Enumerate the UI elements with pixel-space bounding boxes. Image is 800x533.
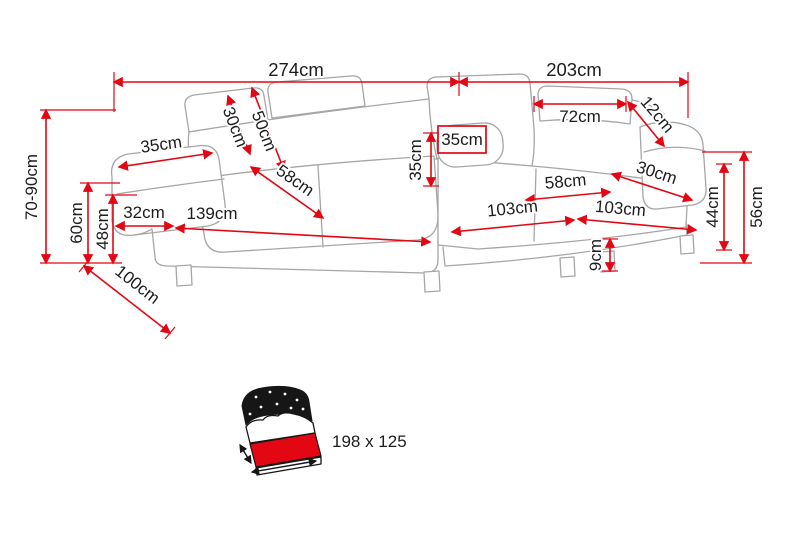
dim-armrest-front-width: 32cm bbox=[114, 201, 175, 232]
dim-label-seat-width-left: 139cm bbox=[186, 204, 237, 223]
sofa-outline bbox=[110, 73, 707, 293]
dim-total-width-right: 203cm bbox=[457, 57, 690, 118]
dim-leg-height: 9cm bbox=[584, 237, 618, 273]
dim-label-sofa-depth: 100cm bbox=[111, 261, 163, 307]
dim-label-armrest-height: 60cm bbox=[67, 202, 86, 244]
dim-corner-pillow-width: 35cm bbox=[437, 125, 487, 154]
dim-total-height: 70-90cm bbox=[20, 108, 122, 265]
dim-label-corner-pillow-height: 35cm bbox=[406, 139, 425, 181]
dim-label-backrest-height-right: 44cm bbox=[703, 186, 722, 228]
dim-label-seat-height: 48cm bbox=[93, 208, 112, 250]
dim-side-height-right: 56cm bbox=[700, 150, 768, 265]
dim-label-total-width-right: 203cm bbox=[546, 59, 602, 80]
dim-label-seat-depth-right: 58cm bbox=[544, 170, 587, 193]
dim-label-side-height-right: 56cm bbox=[747, 186, 766, 228]
dim-armrest-height: 60cm bbox=[65, 181, 120, 265]
dim-label-total-width-left: 274cm bbox=[268, 59, 324, 80]
dim-sofa-depth: 100cm bbox=[78, 259, 176, 340]
dim-seat-width-left: 139cm bbox=[174, 202, 432, 247]
sleeping-surface-size-label: 198 x 125 bbox=[332, 432, 407, 451]
dim-seat-height: 48cm bbox=[91, 193, 137, 265]
dim-headrest-width-right: 72cm bbox=[532, 96, 628, 128]
dim-label-total-height: 70-90cm bbox=[22, 154, 41, 220]
sofa-bed-icon bbox=[239, 385, 322, 476]
dim-total-width-left: 274cm bbox=[112, 57, 461, 112]
dim-label-armrest-front-width: 32cm bbox=[123, 203, 165, 222]
dim-backrest-height-right: 44cm bbox=[701, 162, 732, 252]
dim-label-headrest-width-right: 72cm bbox=[559, 107, 601, 126]
dim-corner-pillow-height: 35cm bbox=[404, 131, 439, 188]
dim-label-leg-height: 9cm bbox=[586, 239, 605, 271]
dim-label-corner-pillow-width: 35cm bbox=[441, 130, 483, 149]
